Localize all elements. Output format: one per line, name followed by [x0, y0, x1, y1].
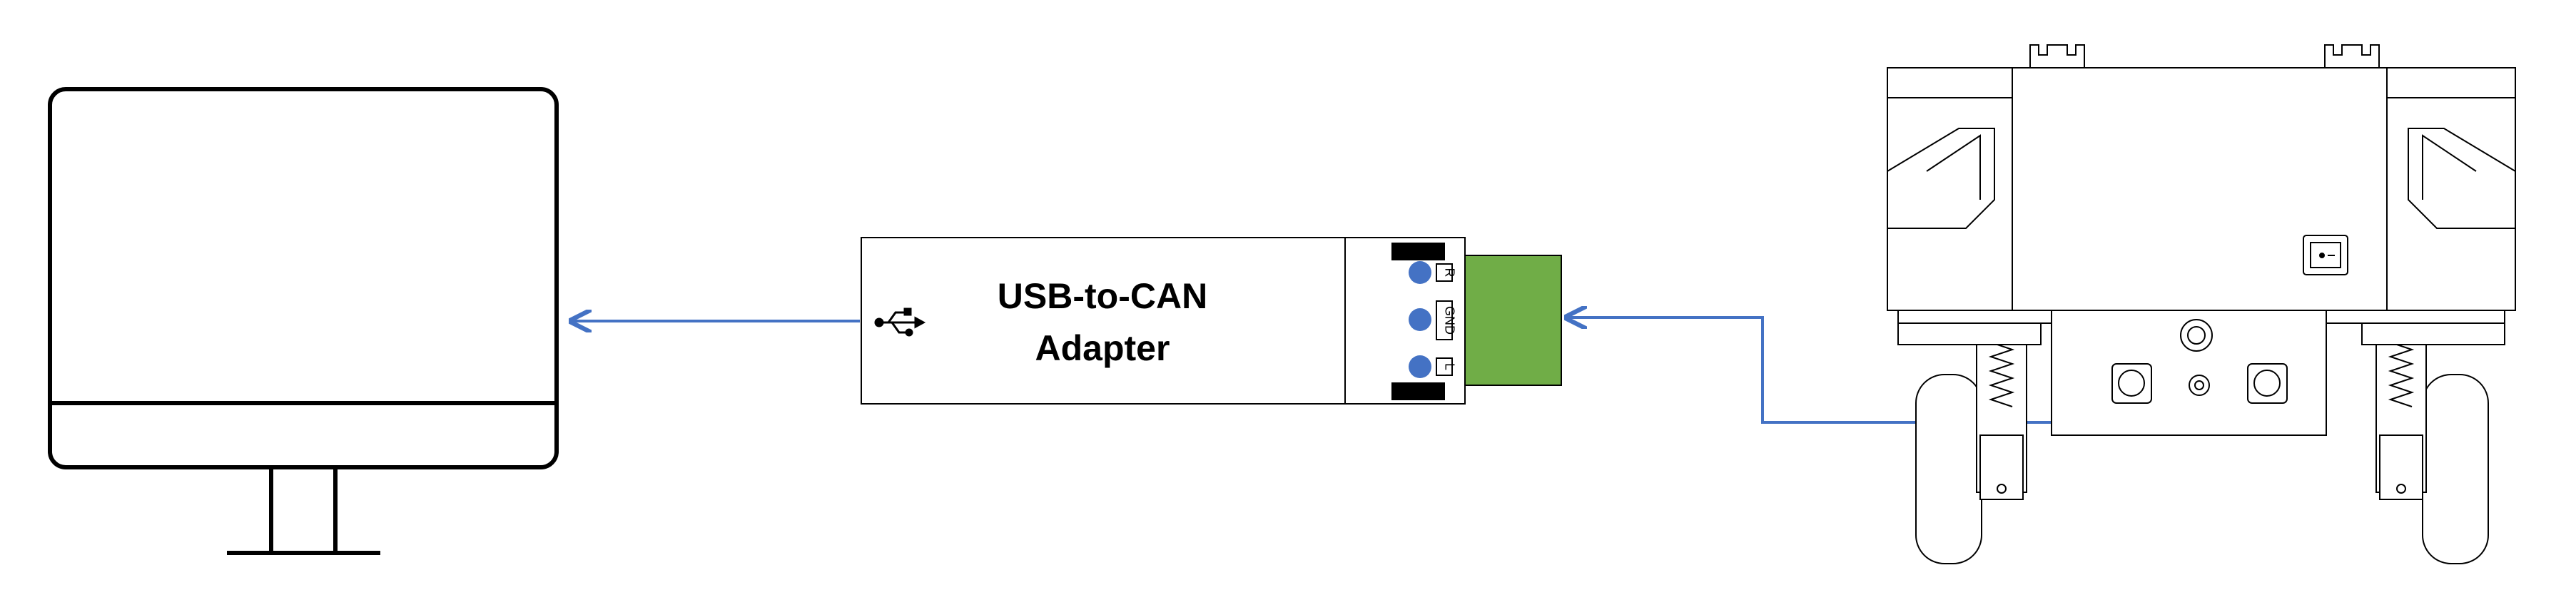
robot-chassis-icon — [1887, 44, 2516, 564]
monitor-icon — [48, 87, 559, 555]
adapter-title-line1: USB-to-CAN — [998, 276, 1207, 316]
pin-gnd-dot — [1409, 308, 1431, 331]
pin-r-label: R — [1442, 268, 1456, 278]
pin-gnd-label: GND — [1442, 306, 1456, 335]
usb-icon — [874, 307, 926, 337]
pin-r-dot — [1409, 261, 1431, 284]
monitor-screen — [48, 87, 559, 469]
adapter-body — [861, 237, 1346, 405]
adapter-title-line2: Adapter — [1035, 328, 1170, 368]
pin-l-dot — [1409, 355, 1431, 378]
can-terminal-block — [1464, 255, 1562, 386]
usb-to-can-adapter: USB-to-CAN Adapter R GND L — [861, 237, 1562, 405]
connector-bottom-bar — [1391, 382, 1445, 400]
pin-l-label: L — [1442, 363, 1456, 370]
connector-top-bar — [1391, 243, 1445, 260]
